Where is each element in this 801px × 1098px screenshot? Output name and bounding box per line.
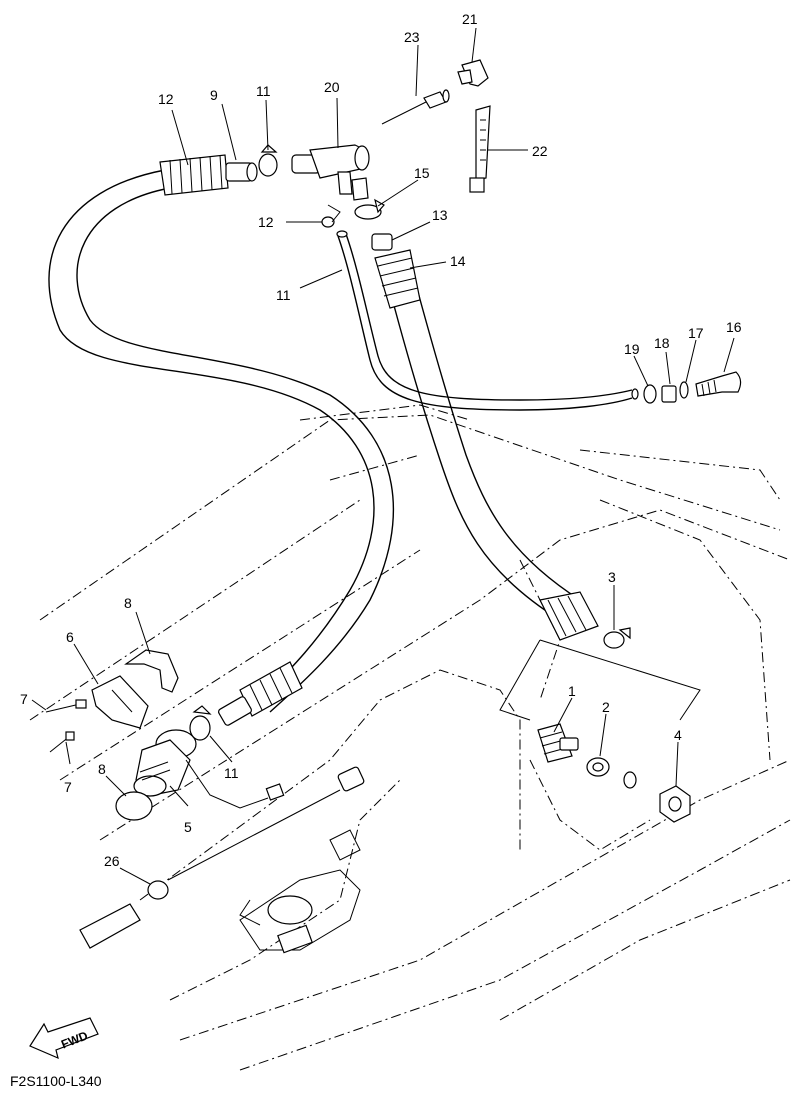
hose-12 xyxy=(48,169,395,713)
washer-19 xyxy=(679,381,689,399)
callout-23: 21 xyxy=(462,11,478,27)
elbow-22 xyxy=(291,144,370,201)
callout-19: 17 xyxy=(688,325,704,341)
fitting-bracket-outline xyxy=(499,639,701,721)
jet-pump-housing xyxy=(239,829,361,954)
callout-10: 9 xyxy=(210,87,218,103)
hull-outline xyxy=(29,404,791,1071)
bracket-6 xyxy=(91,675,149,729)
fwd-arrow-icon: FWD xyxy=(29,1017,99,1060)
callout-22: 20 xyxy=(324,79,340,95)
screw-7a xyxy=(45,699,87,713)
callout-7-top: 7 xyxy=(20,691,28,707)
fitting-18 xyxy=(695,371,742,397)
clamp-17 xyxy=(354,198,385,220)
clamp-11-bottom xyxy=(189,705,212,741)
callout-6: 6 xyxy=(66,629,74,645)
callout-1: 1 xyxy=(568,683,576,699)
callout-7-bottom: 7 xyxy=(64,779,72,795)
bellow-12-bottom xyxy=(218,661,303,726)
washer-2 xyxy=(586,757,610,777)
fitting-1 xyxy=(537,723,579,763)
callout-21: 19 xyxy=(624,341,640,357)
callout-25: 23 xyxy=(404,29,420,45)
bilge-pump-5 xyxy=(133,729,285,809)
leader-lines xyxy=(31,27,735,885)
callout-20: 18 xyxy=(654,335,670,351)
callout-17: 15 xyxy=(414,165,430,181)
callout-4: 4 xyxy=(674,727,682,743)
diagram-code: F2S1100-L340 xyxy=(10,1073,102,1089)
callout-16: 14 xyxy=(450,253,466,269)
hose-16 xyxy=(371,233,599,641)
clamp-3 xyxy=(603,627,631,649)
callout-13: 11 xyxy=(276,287,291,303)
clamp-14 xyxy=(321,204,341,228)
callout-12: 12 xyxy=(158,91,174,107)
callout-3: 3 xyxy=(608,569,616,585)
bellow-12-top xyxy=(159,154,229,196)
callout-11-top: 11 xyxy=(256,83,271,99)
clamp-11-top xyxy=(258,144,278,177)
screw-7b xyxy=(49,731,75,753)
callout-15: 13 xyxy=(432,207,448,223)
callout-labels: 12 9 11 20 23 21 22 15 12 13 14 11 19 18… xyxy=(20,11,742,869)
rivet-25 xyxy=(381,89,450,125)
callout-18: 16 xyxy=(726,319,742,335)
callout-24: 22 xyxy=(532,143,548,159)
callout-11-bottom: 11 xyxy=(224,765,239,781)
nut-4 xyxy=(623,771,691,823)
callout-9: 8 xyxy=(98,761,106,777)
drain-hose xyxy=(79,766,365,949)
holder-8 xyxy=(124,649,179,693)
pipe-10 xyxy=(225,162,258,182)
hose-13 xyxy=(336,230,639,411)
callout-2: 2 xyxy=(602,699,610,715)
callout-26: 26 xyxy=(104,853,120,869)
nut-20 xyxy=(661,385,677,403)
fitting-21 xyxy=(643,384,657,404)
cap-9 xyxy=(115,791,153,821)
callout-5: 5 xyxy=(184,819,192,835)
cable-tie-24 xyxy=(469,105,491,193)
clamp-26 xyxy=(147,880,169,900)
holder-23 xyxy=(457,59,489,87)
callout-14: 12 xyxy=(258,214,274,230)
callout-8: 8 xyxy=(124,595,132,611)
